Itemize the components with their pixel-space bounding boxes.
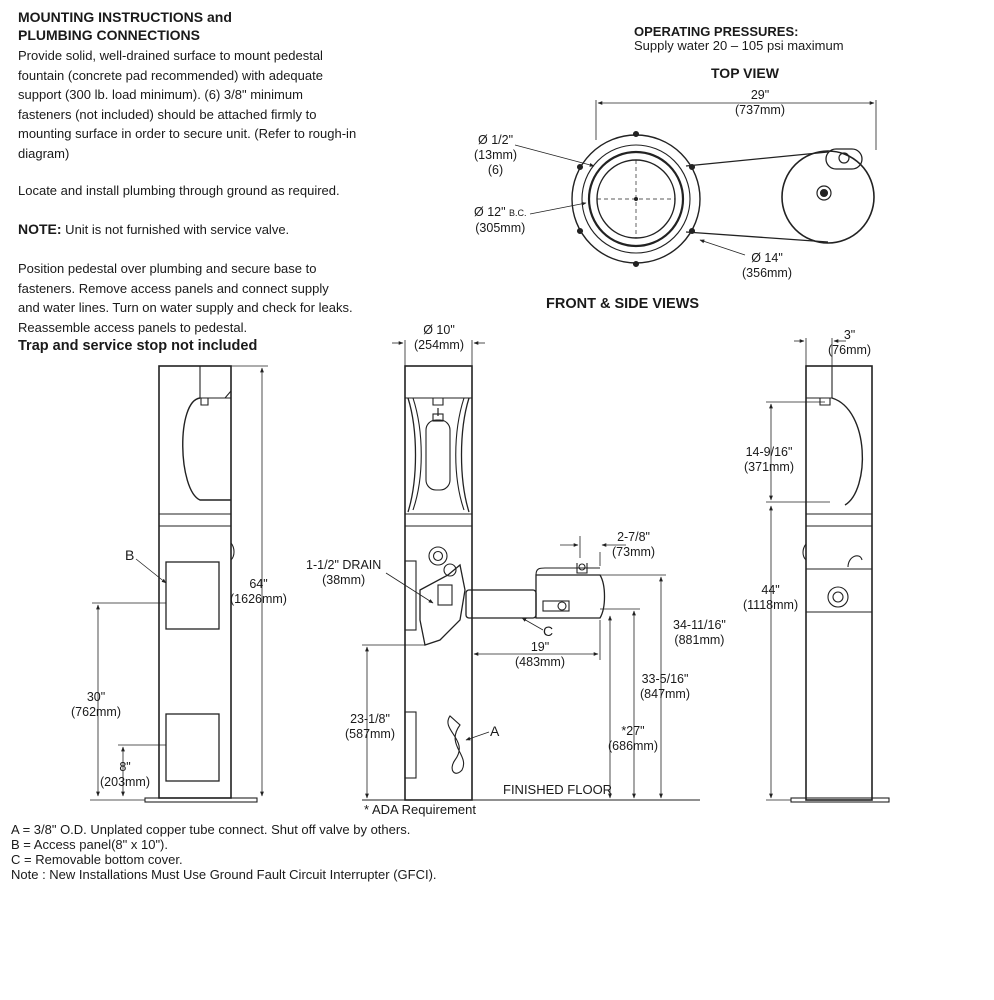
dim-reach-19: 19"(483mm): [515, 640, 565, 670]
center-front-view-drawing: [362, 340, 700, 801]
legend: A = 3/8" O.D. Unplated copper tube conne…: [11, 822, 437, 882]
para1-line: fasteners (not included) should be attac…: [18, 106, 317, 122]
dim-value: 3": [843, 328, 856, 342]
instructions-heading-line2: PLUMBING CONNECTIONS: [18, 27, 200, 43]
trap-note: Trap and service stop not included: [18, 338, 258, 354]
dim-height-64: 64"(1626mm): [230, 577, 287, 607]
top-view-drawing: [514, 100, 877, 268]
dim-metric: (686mm): [608, 739, 659, 753]
dim-metric: (1118mm): [743, 598, 799, 612]
dim-drain-height: 23-1/8"(587mm): [345, 712, 395, 742]
instructions-note: NOTE: Unit is not furnished with service…: [18, 220, 289, 240]
dim-metric: (483mm): [515, 655, 566, 669]
dim-metric: (847mm): [640, 687, 691, 701]
para1-line: Provide solid, well-drained surface to m…: [18, 48, 323, 63]
dim-top-width: 29"(737mm): [735, 88, 785, 118]
dim-value: 19": [530, 640, 550, 654]
dim-suffix: B.C.: [509, 208, 527, 218]
dim-value: 14-9/16": [745, 445, 793, 459]
dim-value: 34-11/16": [673, 618, 726, 632]
para3-line: Reassemble access panels to pedestal.: [18, 319, 248, 335]
dim-value: 30": [86, 690, 106, 704]
ada-note: * ADA Requirement: [364, 802, 477, 817]
callout-a: A: [490, 723, 500, 739]
dim-value: Ø 14": [751, 251, 783, 265]
dim-value: 44": [761, 583, 780, 597]
callout-c: C: [543, 623, 554, 639]
para1-line: support (300 lb. load minimum). (6) 3/8"…: [18, 87, 303, 102]
dim-metric: (881mm): [674, 633, 725, 647]
dim-value: 2-7/8": [617, 530, 650, 544]
instructions-paragraph-2: Locate and install plumbing through grou…: [18, 183, 340, 198]
dim-value: *27": [621, 724, 645, 738]
dim-offset-2-7-8: 2-7/8"(73mm): [612, 530, 655, 560]
dim-metric: (371mm): [744, 460, 795, 474]
dim-height-14: 14-9/16"(371mm): [744, 445, 794, 475]
dim-offset-3: 3"(76mm): [828, 328, 871, 358]
dim-metric: (762mm): [71, 705, 122, 719]
dim-hole: Ø 1/2"(13mm)(6): [474, 133, 517, 178]
para1-line: diagram): [18, 145, 70, 161]
legend-item: A = 3/8" O.D. Unplated copper tube conne…: [11, 822, 411, 837]
top-view-title: TOP VIEW: [711, 65, 779, 81]
dim-value: Ø 1/2": [478, 133, 514, 147]
dim-value: 8": [119, 760, 131, 774]
finished-floor-label: FINISHED FLOOR: [503, 782, 613, 797]
para3-line: and water lines. Turn on water supply an…: [18, 300, 353, 315]
dim-metric: (305mm): [475, 221, 526, 235]
dim-value: 64": [249, 577, 268, 591]
dim-value: 29": [750, 88, 770, 102]
dim-value: Ø 10": [423, 323, 455, 337]
dim-metric: (356mm): [742, 266, 793, 280]
dim-height-44: 44"(1118mm): [743, 583, 798, 613]
instructions-paragraph-3: Position pedestal over plumbing and secu…: [18, 259, 353, 337]
legend-item: C = Removable bottom cover.: [11, 852, 183, 867]
dim-height-8: 8"(203mm): [100, 760, 150, 790]
dim-value: 33-5/16": [641, 672, 689, 686]
dim-metric: (76mm): [828, 343, 872, 357]
note-label: NOTE:: [18, 221, 62, 237]
dim-height-27: *27"(686mm): [608, 724, 658, 754]
dim-metric: (13mm): [474, 148, 518, 162]
front-side-title: FRONT & SIDE VIEWS: [546, 296, 700, 312]
dim-metric: (73mm): [612, 545, 656, 559]
legend-item: B = Access panel(8" x 10").: [11, 837, 169, 852]
pressures-title: OPERATING PRESSURES:: [634, 24, 799, 39]
dim-base-dia: Ø 14"(356mm): [742, 251, 792, 281]
dim-metric: (587mm): [345, 727, 396, 741]
dim-drain: 1-1/2" DRAIN(38mm): [306, 558, 381, 588]
legend-item: Note : New Installations Must Use Ground…: [11, 867, 437, 882]
dim-value: 23-1/8": [350, 712, 390, 726]
dim-metric: (254mm): [414, 338, 465, 352]
dim-bolt-circle: Ø 12" B.C. (305mm): [474, 205, 527, 236]
dim-metric: (737mm): [735, 103, 786, 117]
instructions-heading-line1: MOUNTING INSTRUCTIONS and: [18, 9, 232, 25]
dim-metric: (38mm): [322, 573, 366, 587]
dim-value: 1-1/2" DRAIN: [306, 558, 382, 572]
left-front-view-drawing: [90, 365, 268, 803]
dim-height-33: 33-5/16"(847mm): [640, 672, 690, 702]
right-side-view-drawing: [766, 338, 890, 803]
note-text: Unit is not furnished with service valve…: [61, 222, 290, 237]
para3-line: fasteners. Remove access panels and conn…: [18, 280, 329, 296]
para3-line: Position pedestal over plumbing and secu…: [18, 261, 317, 276]
dim-count: (6): [487, 163, 504, 177]
dim-column-dia: Ø 10"(254mm): [414, 323, 464, 353]
para1-line: mounting surface in order to secure unit…: [18, 126, 357, 141]
dim-value: Ø 12": [474, 205, 506, 219]
dim-height-30: 30"(762mm): [71, 690, 121, 720]
dim-height-34: 34-11/16"(881mm): [673, 618, 726, 648]
dim-metric: (1626mm): [230, 592, 287, 606]
para1-line: fountain (concrete pad recommended) with…: [18, 67, 323, 83]
callout-b: B: [125, 547, 135, 563]
pressures-text: Supply water 20 – 105 psi maximum: [634, 38, 844, 53]
instructions-paragraph-1: Provide solid, well-drained surface to m…: [18, 46, 356, 163]
dim-metric: (203mm): [100, 775, 151, 789]
